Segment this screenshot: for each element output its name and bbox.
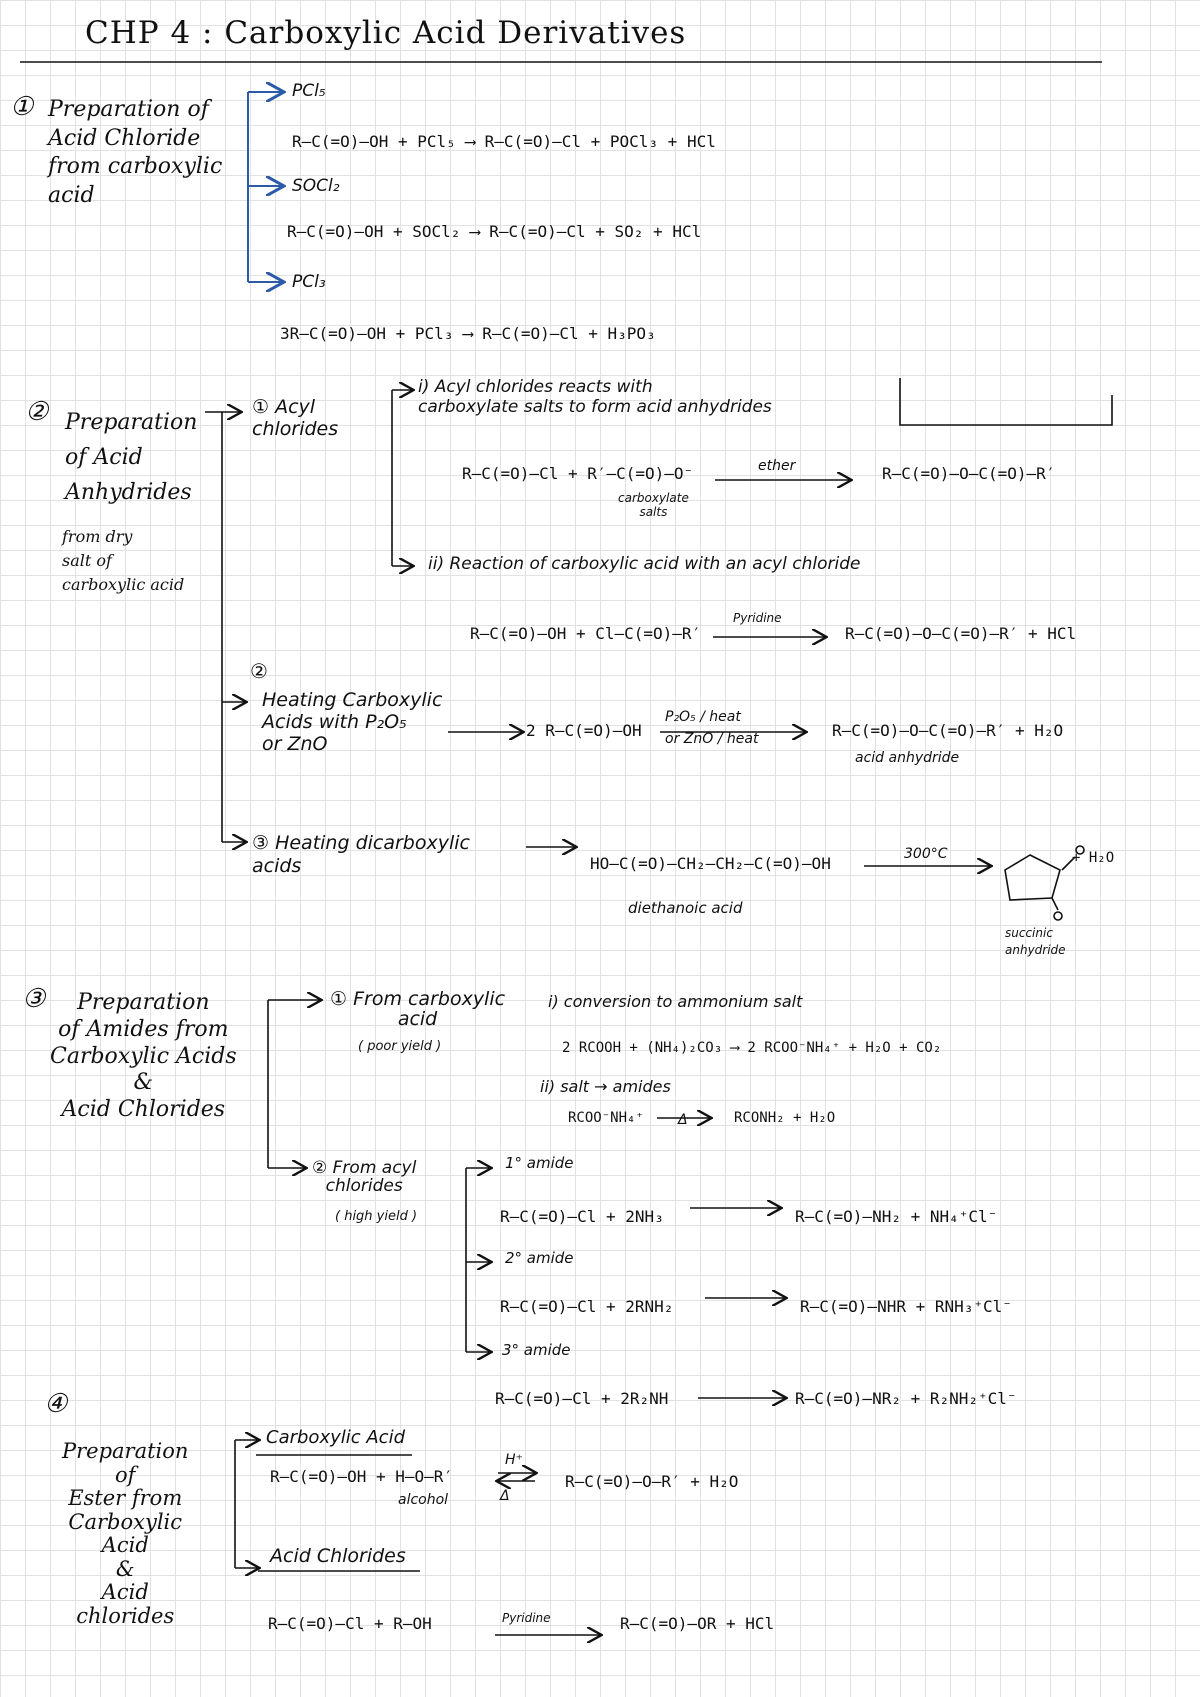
secondary-amide-label: 2° amide [505, 1249, 574, 1267]
page-title: CHP 4 : Carboxylic Acid Derivatives [85, 15, 687, 51]
sec1-number: ① [10, 92, 34, 122]
sec3-ii-text: ii) salt → amides [540, 1077, 671, 1096]
pcl3-label: PCl₃ [292, 272, 326, 292]
sec2-i-equation-left: R–C(=O)–Cl + R′–C(=O)–O⁻ [462, 464, 694, 483]
esterification-equation-left: R–C(=O)–OH + H–O–R′ [270, 1467, 454, 1486]
from-carboxylic-acid-label: ① From carboxylic acid [330, 988, 506, 1030]
secondary-amide-equation-right: R–C(=O)–NHR + RNH₃⁺Cl⁻ [800, 1297, 1012, 1316]
tertiary-amide-label: 3° amide [502, 1341, 571, 1359]
poor-yield-note: ( poor yield ) [358, 1039, 442, 1054]
water-product: + H₂O [1072, 850, 1115, 866]
temperature-condition: 300°C [904, 846, 948, 862]
heat-label: Δ [500, 1488, 510, 1504]
carboxylic-acid-label: Carboxylic Acid [266, 1427, 405, 1448]
sec2-ii-equation-right: R–C(=O)–O–C(=O)–R′ + HCl [845, 624, 1077, 643]
sec3-bracket [267, 1000, 785, 1398]
dicarboxylic-equation: HO–C(=O)–CH₂–CH₂–C(=O)–OH [590, 854, 831, 873]
sec3-ii-equation-right: RCONH₂ + H₂O [734, 1110, 836, 1126]
primary-amide-equation-right: R–C(=O)–NH₂ + NH₄⁺Cl⁻ [795, 1207, 998, 1226]
pcl3-equation: 3R–C(=O)–OH + PCl₃ ⟶ R–C(=O)–Cl + H₃PO₃ [280, 324, 656, 343]
acid-catalyst-label: H⁺ [505, 1452, 523, 1468]
heating-equation-left: 2 R–C(=O)–OH [526, 721, 642, 740]
pyridine-condition: Pyridine [733, 611, 782, 625]
from-acyl-chlorides-label: ② From acyl chlorides [312, 1158, 417, 1196]
heating-equation-right: R–C(=O)–O–C(=O)–R′ + H₂O [832, 721, 1064, 740]
chloride-ester-equation-right: R–C(=O)–OR + HCl [620, 1614, 775, 1633]
primary-amide-equation-left: R–C(=O)–Cl + 2NH₃ [500, 1207, 664, 1226]
succinic-anhydride-ring [1004, 845, 1085, 921]
sec2-bracket [205, 378, 1113, 866]
pyridine-condition-ester: Pyridine [502, 1611, 551, 1625]
sec4-bracket [234, 1440, 600, 1635]
acid-chlorides-label: Acid Chlorides [270, 1545, 406, 1567]
sec2-i-equation-right: R–C(=O)–O–C(=O)–R′ [882, 464, 1056, 483]
sec2-number: ② [25, 397, 49, 427]
sec2-i-text: i) Acyl chlorides reacts with carboxylat… [418, 377, 772, 417]
acyl-chlorides-label: ① Acyl chlorides [252, 396, 339, 440]
secondary-amide-equation-left: R–C(=O)–Cl + 2RNH₂ [500, 1297, 674, 1316]
pcl5-label: PCl₅ [292, 81, 326, 101]
sec2-heading: Preparation of Acid Anhydrides [65, 410, 198, 506]
pcl5-equation: R–C(=O)–OH + PCl₅ ⟶ R–C(=O)–Cl + POCl₃ +… [292, 132, 716, 151]
socl2-label: SOCl₂ [292, 176, 340, 196]
sec4-number: ④ [44, 1389, 68, 1419]
heat-delta-condition: Δ [678, 1112, 688, 1128]
alcohol-label: alcohol [398, 1492, 449, 1508]
sec2-ii-text: ii) Reaction of carboxylic acid with an … [428, 554, 861, 574]
esterification-equation-right: R–C(=O)–O–R′ + H₂O [565, 1472, 739, 1491]
sec2-subheading: from dry salt of carboxylic acid [62, 527, 185, 594]
sec1-bracket [247, 92, 282, 282]
carboxylate-salts-label: carboxylate salts [618, 491, 689, 519]
sec4-heading: Preparation of Ester from Carboxylic Aci… [62, 1439, 189, 1628]
heating-number: ② [250, 659, 268, 683]
acid-anhydride-label: acid anhydride [855, 750, 960, 766]
sec3-number: ③ [22, 984, 46, 1014]
succinic-anhydride-label: succinic anhydride [1005, 926, 1066, 957]
sec2-ii-equation-left: R–C(=O)–OH + Cl–C(=O)–R′ [470, 624, 702, 643]
socl2-equation: R–C(=O)–OH + SOCl₂ ⟶ R–C(=O)–Cl + SO₂ + … [287, 222, 702, 241]
heating-condition: P₂O₅ / heat or ZnO / heat [665, 709, 759, 748]
primary-amide-label: 1° amide [505, 1154, 574, 1172]
heating-label: Heating Carboxylic Acids with P₂O₅ or Zn… [262, 689, 443, 755]
diethanoic-acid-label: diethanoic acid [628, 899, 743, 917]
sec3-i-text: i) conversion to ammonium salt [548, 992, 803, 1011]
tertiary-amide-equation-right: R–C(=O)–NR₂ + R₂NH₂⁺Cl⁻ [795, 1389, 1017, 1408]
high-yield-note: ( high yield ) [335, 1209, 418, 1224]
sec3-i-equation: 2 RCOOH + (NH₄)₂CO₃ ⟶ 2 RCOO⁻NH₄⁺ + H₂O … [562, 1040, 942, 1056]
chloride-ester-equation-left: R–C(=O)–Cl + R–OH [268, 1614, 432, 1633]
dicarboxylic-label: ③ Heating dicarboxylic acids [252, 832, 470, 877]
sec3-ii-equation-left: RCOO⁻NH₄⁺ [568, 1110, 644, 1126]
sec1-heading: Preparation of Acid Chloride from carbox… [48, 97, 223, 208]
ether-condition: ether [758, 458, 796, 474]
sec3-heading: Preparation of Amides from Carboxylic Ac… [50, 990, 237, 1123]
tertiary-amide-equation-left: R–C(=O)–Cl + 2R₂NH [495, 1389, 669, 1408]
